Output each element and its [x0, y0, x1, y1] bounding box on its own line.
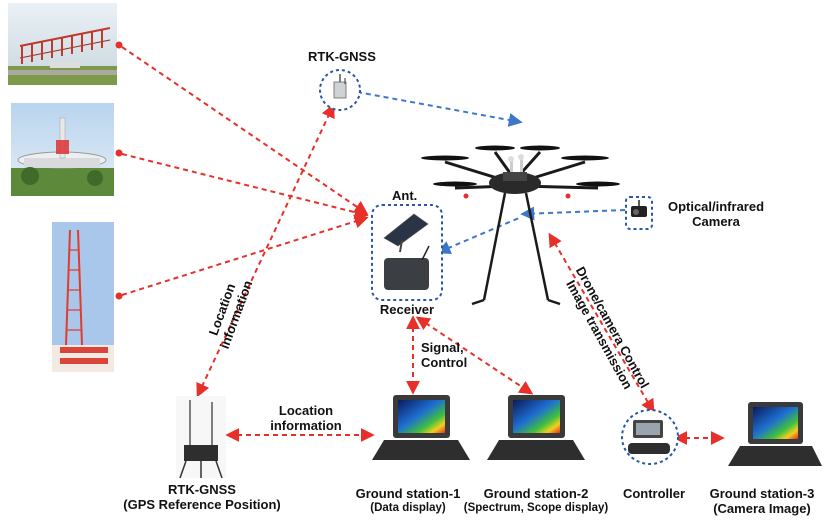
- arrow-camera-to-drone: [520, 206, 626, 221]
- arrow-rtk-to-drone: [356, 91, 523, 127]
- arrow-receiver-gs2: [415, 316, 534, 395]
- ground-station-3-label: Ground station-3 (Camera Image): [702, 486, 822, 516]
- optical-camera-label-line1: Optical/infrared: [667, 199, 765, 214]
- receiver-label: Receiver: [379, 302, 435, 317]
- location-info-horizontal-line2: information: [270, 418, 342, 433]
- photo1-dot: [115, 41, 123, 49]
- optical-camera-label-line2: Camera: [692, 214, 740, 229]
- location-info-horizontal-label: Location information: [258, 403, 354, 433]
- ground-station-1-label: Ground station-1 (Data display): [350, 486, 466, 515]
- ground-station-2-line2: (Spectrum, Scope display): [463, 502, 609, 514]
- ground-station-1-line1: Ground station-1: [355, 486, 461, 501]
- receiver-icon: [384, 245, 430, 290]
- antenna-icon: [383, 213, 429, 253]
- red-links: [115, 41, 725, 445]
- ground-station-3-line1: Ground station-3: [709, 486, 815, 501]
- radio-tower-photo: [52, 222, 114, 372]
- ground-station-2-label: Ground station-2 (Spectrum, Scope displa…: [458, 486, 614, 515]
- rtk-gnss-rover: [319, 69, 361, 111]
- antenna-array-photo: [8, 3, 117, 85]
- ant-label: Ant.: [392, 188, 418, 203]
- ground-station-2-laptop: [487, 395, 585, 460]
- photo2-dot: [115, 149, 123, 157]
- signal-control-label: Signal, Control: [421, 340, 467, 370]
- antenna-receiver-group: [371, 204, 443, 301]
- signal-label: Signal,: [421, 340, 464, 355]
- ground-station-3-laptop: [728, 402, 822, 466]
- ground-station-3-line2: (Camera Image): [713, 501, 811, 516]
- arrow-photo2-to-ant: [121, 153, 369, 220]
- arrow-drone-to-receiver: [436, 217, 520, 255]
- photo3-dot: [115, 292, 123, 300]
- rtk-gnss-base-icon: [176, 396, 226, 479]
- rtk-gnss-base-label: RTK-GNSS (GPS Reference Position): [122, 482, 282, 512]
- arrow-drone-controller: [548, 232, 655, 414]
- blue-links: [356, 91, 626, 255]
- drone-icon: [421, 145, 620, 306]
- camera-icon: [625, 196, 653, 230]
- rtk-gnss-top-label: RTK-GNSS: [308, 49, 376, 64]
- ground-station-2-line1: Ground station-2: [483, 486, 589, 501]
- ground-station-1-laptop: [372, 395, 470, 460]
- ground-station-1-line2: (Data display): [370, 502, 446, 514]
- controller-icon: [621, 409, 679, 465]
- rtk-gnss-base-line1: RTK-GNSS: [168, 482, 236, 497]
- optical-camera-label: Optical/infrared Camera: [657, 199, 775, 229]
- vor-station-photo: [11, 103, 114, 196]
- arrow-location-rtk: [196, 103, 335, 398]
- controller-label: Controller: [622, 486, 686, 501]
- rtk-gnss-base-line2: (GPS Reference Position): [123, 497, 281, 512]
- arrow-photo1-to-ant: [121, 46, 369, 215]
- location-info-horizontal-line1: Location: [278, 403, 334, 418]
- control-label: Control: [421, 355, 468, 370]
